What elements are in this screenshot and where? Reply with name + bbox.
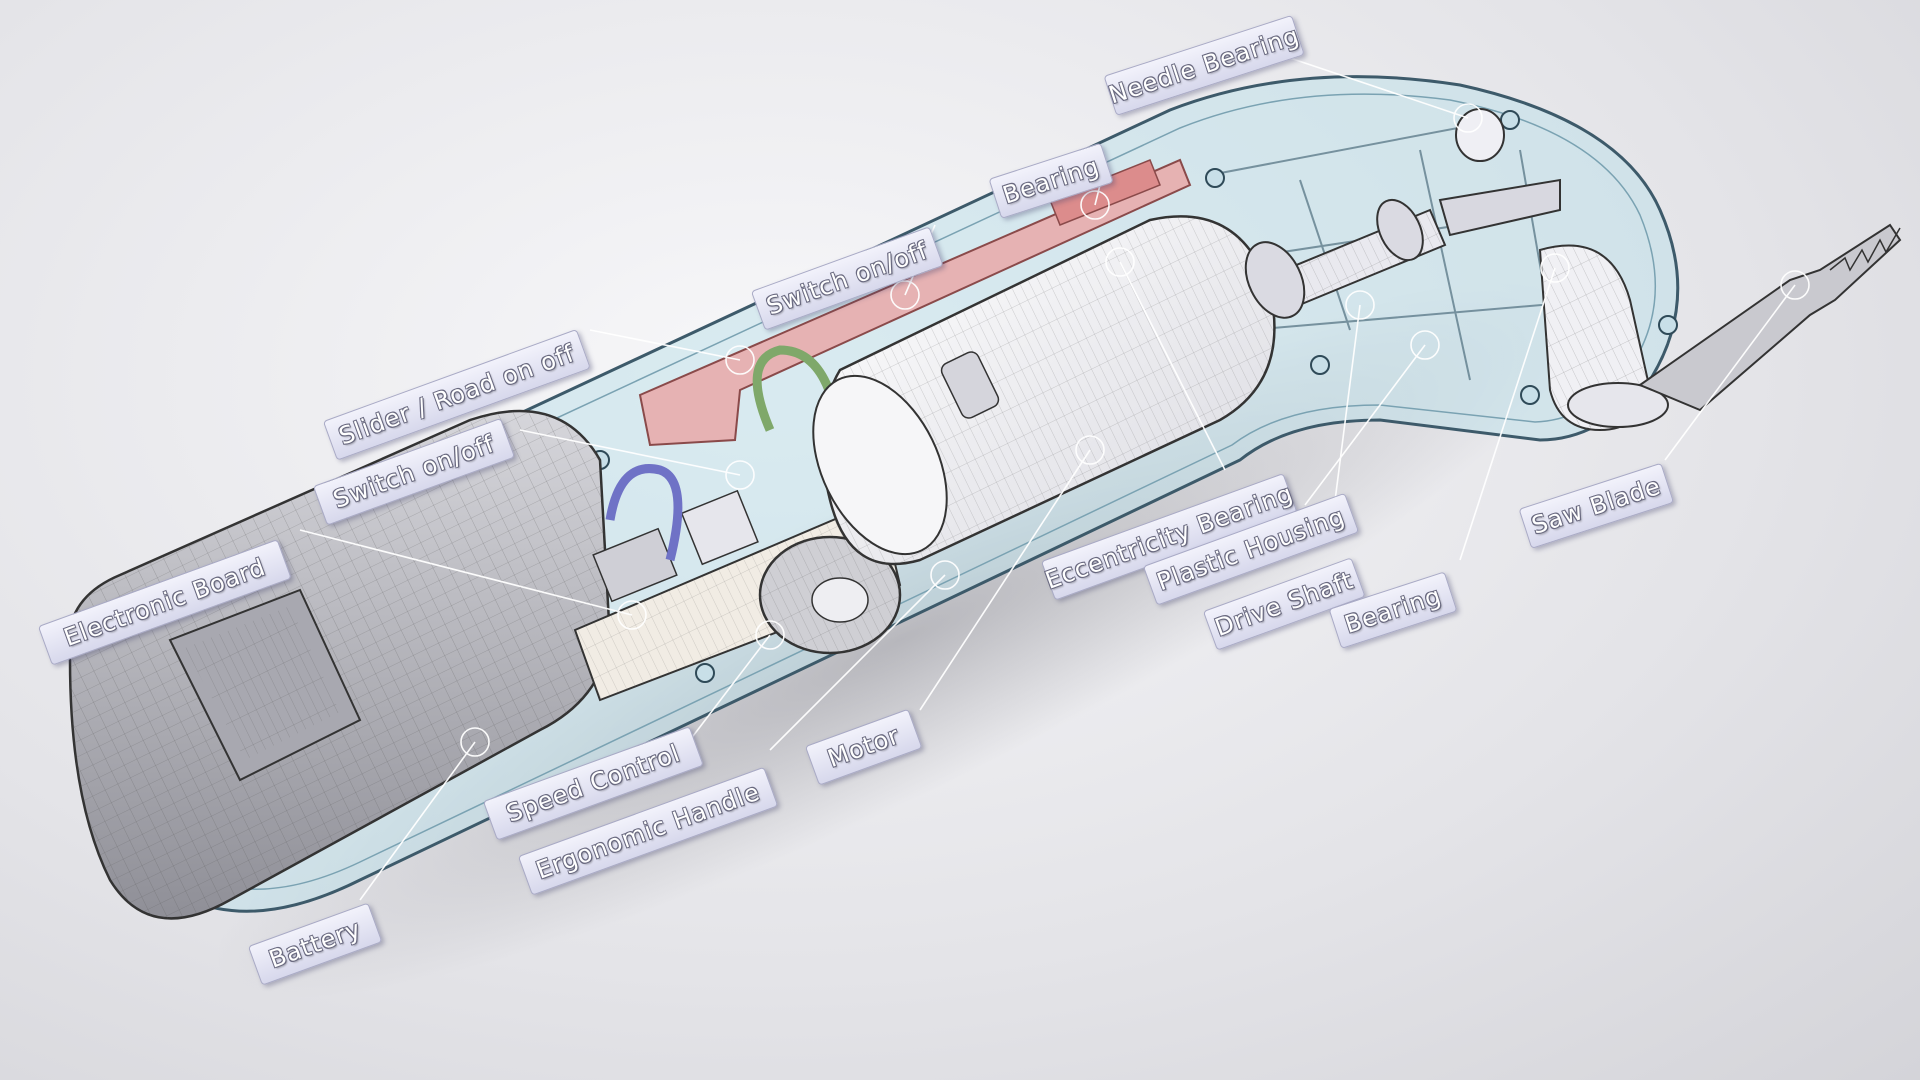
saw-blade-shape [1538, 223, 1902, 432]
motor-shape [812, 215, 1276, 566]
speed-control-shape [758, 535, 902, 655]
wire-blue [605, 464, 683, 562]
slider-shape [638, 158, 1192, 447]
battery-shape [67, 409, 612, 920]
drive-shaft-shape [1244, 108, 1561, 319]
ground-shadow [213, 280, 1587, 1000]
